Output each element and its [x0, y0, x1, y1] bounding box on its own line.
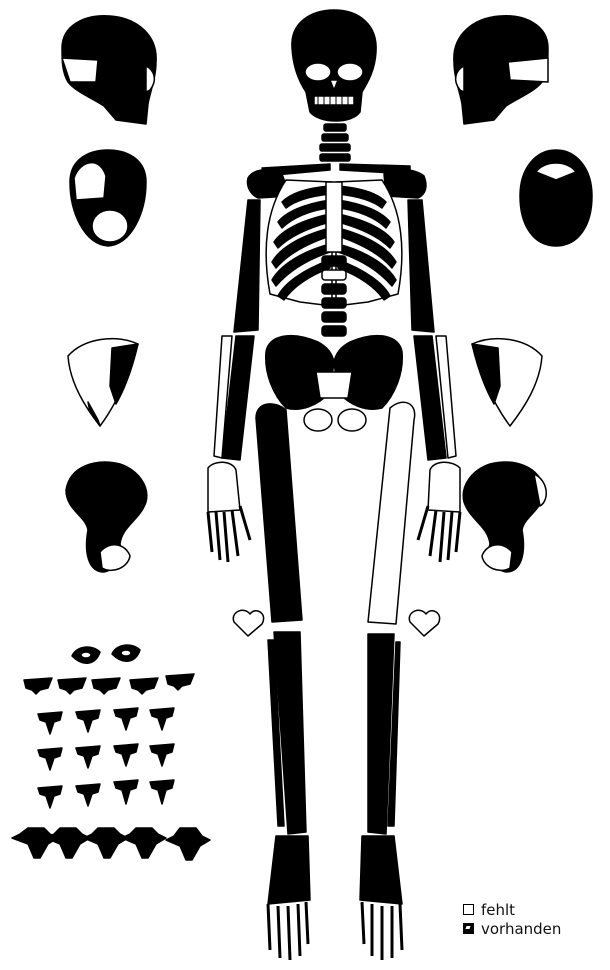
vertebra — [12, 828, 58, 858]
vertebra — [46, 828, 90, 858]
femur-right — [256, 404, 302, 622]
vertebra — [84, 828, 128, 858]
legend-swatch-missing — [463, 904, 474, 915]
foot-left — [360, 836, 402, 960]
vertebra — [76, 746, 100, 768]
legend-item-present: vorhanden — [463, 919, 561, 938]
vertebra — [72, 647, 100, 663]
vertebra — [114, 780, 138, 804]
vertebra — [150, 780, 174, 804]
tibia-fibula-left — [368, 634, 400, 834]
vertebra — [38, 748, 62, 770]
vertebra — [150, 708, 174, 730]
legend-label-missing: fehlt — [481, 901, 515, 919]
vertebra — [38, 786, 62, 808]
arm-right — [214, 200, 260, 460]
legend-label-present: vorhanden — [481, 920, 561, 938]
vertebra — [76, 710, 100, 732]
scapula-left-view — [472, 339, 542, 426]
vertebra — [114, 744, 138, 766]
vertebrae-inventory — [12, 645, 210, 860]
patella-right — [233, 610, 263, 636]
skull-top-view — [520, 150, 592, 246]
skull-lateral-right-view — [62, 16, 156, 124]
hand-left — [418, 462, 460, 562]
arm-left — [408, 200, 456, 460]
central-skeleton — [208, 10, 460, 960]
skull-base-view-left — [70, 150, 146, 246]
vertebra — [130, 678, 158, 694]
skull-lateral-left-view — [454, 16, 548, 124]
os-coxae-right-view — [66, 462, 147, 572]
vertebra — [150, 744, 174, 766]
vertebra — [166, 674, 194, 690]
os-coxae-left-view — [463, 462, 546, 572]
vertebra — [122, 828, 166, 858]
scapula-right-view — [68, 339, 138, 426]
legend-swatch-present — [463, 923, 474, 934]
sternum — [326, 182, 342, 252]
vertebra — [112, 645, 140, 661]
foot-right — [268, 836, 310, 960]
skull-front — [292, 10, 376, 121]
cervical-spine — [320, 124, 350, 161]
patella-left — [409, 610, 439, 636]
hand-right — [208, 462, 250, 562]
femur-left — [368, 402, 415, 624]
tibia-fibula-right — [268, 632, 306, 834]
legend-item-missing: fehlt — [463, 900, 561, 919]
vertebra — [166, 828, 210, 860]
vertebra — [92, 678, 120, 694]
vertebra — [76, 784, 100, 806]
vertebra — [24, 678, 52, 694]
vertebra — [38, 712, 62, 734]
vertebra — [58, 678, 86, 694]
vertebra — [114, 708, 138, 730]
legend: fehlt vorhanden — [463, 900, 561, 938]
